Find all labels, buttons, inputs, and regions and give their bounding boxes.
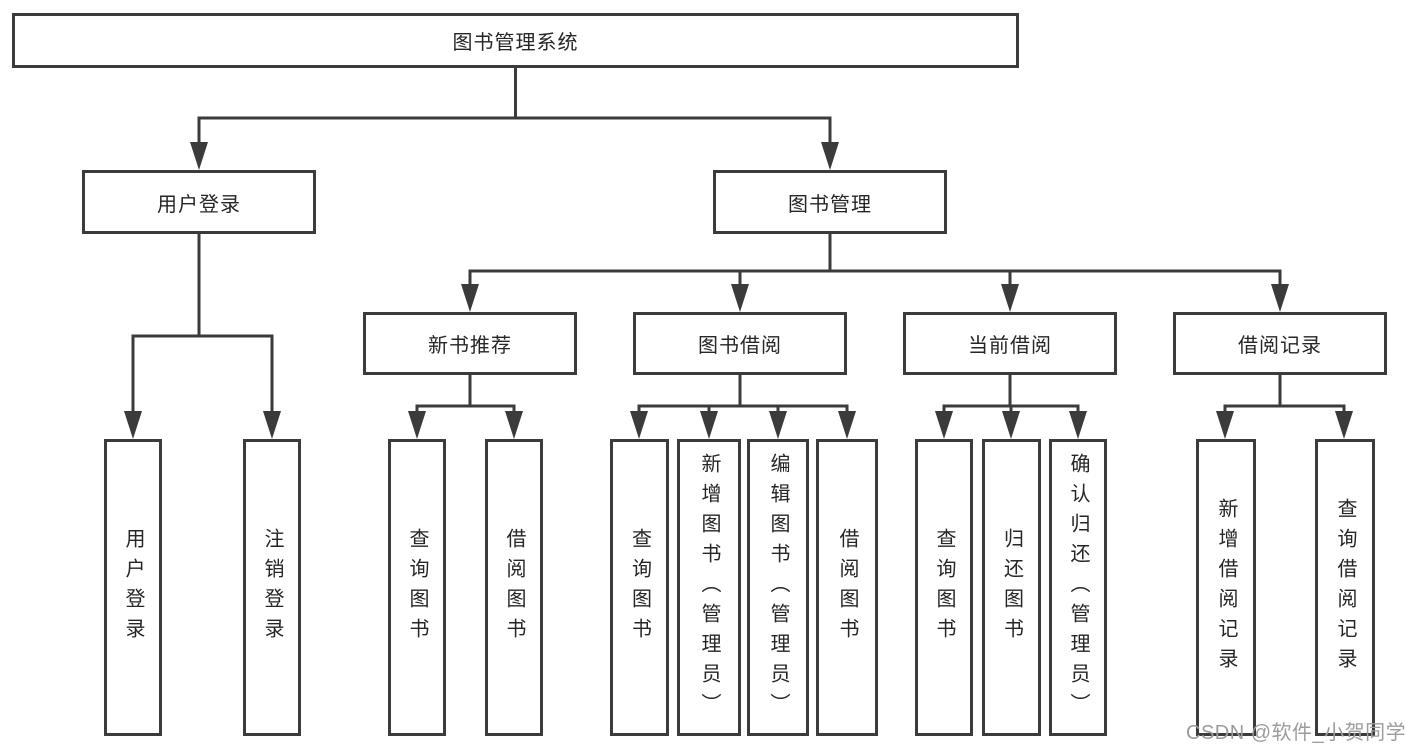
node-current-borrowing: 当前借阅	[903, 312, 1117, 375]
leaf-query-borrow-record: 查询借阅记录	[1315, 439, 1375, 736]
watermark: CSDN @软件_小贺同学	[1186, 722, 1405, 744]
leaf-query-book-borrowing: 查询图书	[610, 439, 669, 736]
node-new-book-recommend: 新书推荐	[363, 312, 577, 375]
node-book-management: 图书管理	[713, 170, 947, 234]
leaf-confirm-return-admin: 确认归还（管理员）	[1049, 439, 1107, 736]
leaf-return-book: 归还图书	[982, 439, 1041, 736]
leaf-borrow-book: 借阅图书	[816, 439, 878, 736]
node-borrowing-records: 借阅记录	[1173, 312, 1387, 375]
leaf-add-book-admin: 新增图书（管理员）	[677, 439, 741, 736]
leaf-query-book-recommend: 查询图书	[388, 439, 446, 736]
leaf-edit-book-admin: 编辑图书（管理员）	[747, 439, 809, 736]
leaf-query-book-current: 查询图书	[915, 439, 973, 736]
node-library-system: 图书管理系统	[12, 13, 1019, 68]
leaf-borrow-book-recommend: 借阅图书	[485, 439, 543, 736]
node-user-login: 用户登录	[82, 170, 316, 234]
leaf-logout: 注销登录	[243, 439, 301, 736]
leaf-add-borrow-record: 新增借阅记录	[1196, 439, 1256, 736]
node-book-borrowing: 图书借阅	[633, 312, 847, 375]
leaf-user-login: 用户登录	[104, 439, 162, 736]
